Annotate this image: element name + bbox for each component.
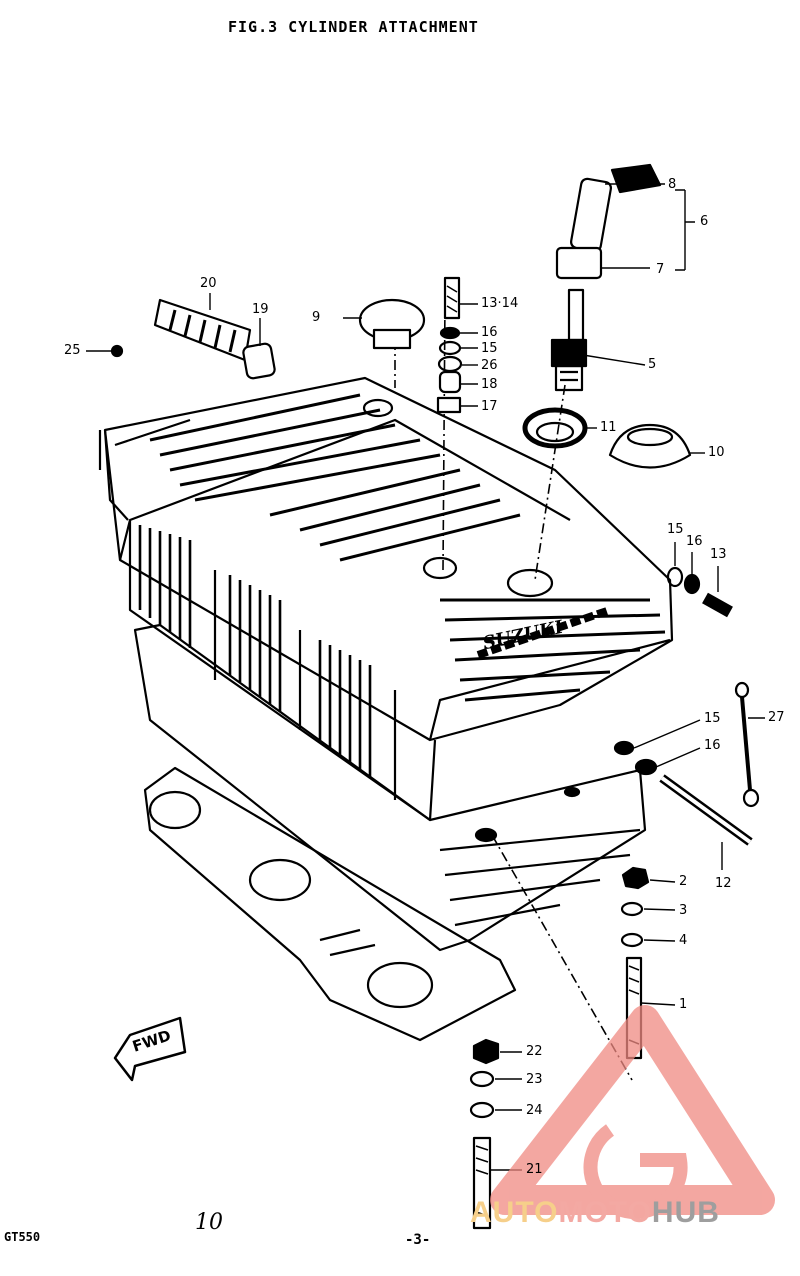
handwritten-number: 10	[195, 1210, 223, 1235]
callout-15b: 15	[667, 522, 684, 537]
callout-12: 12	[715, 876, 732, 891]
cylinder-block	[128, 520, 647, 952]
callout-13: 13	[710, 547, 727, 562]
callout-16b: 16	[686, 534, 703, 549]
watermark-text: AUTOMOTOHUB	[470, 1196, 720, 1230]
callout-22: 22	[526, 1044, 543, 1059]
callout-26: 26	[481, 358, 498, 373]
base-gasket	[143, 766, 517, 1042]
watermark-logo	[490, 1005, 775, 1220]
head-bolt-stack	[436, 276, 463, 414]
callout-25: 25	[64, 343, 81, 358]
callout-9: 9	[312, 310, 321, 325]
callout-10: 10	[708, 445, 725, 460]
callout-5: 5	[648, 357, 657, 372]
figure-title: FIG.3 CYLINDER ATTACHMENT	[228, 18, 479, 36]
callout-1: 1	[679, 997, 688, 1012]
callout-6: 6	[700, 214, 709, 229]
callout-15c: 15	[704, 711, 721, 726]
page-number: -3-	[405, 1232, 431, 1248]
fin-damper	[153, 298, 276, 380]
washer-25	[110, 344, 124, 358]
spark-plug-cap	[555, 163, 662, 280]
callout-17: 17	[481, 399, 498, 414]
callout-13-14: 13·14	[481, 296, 519, 311]
callout-20: 20	[200, 276, 217, 291]
watermark-auto: AUTO	[470, 1196, 559, 1229]
callout-27: 27	[768, 710, 785, 725]
watermark-moto: MOTO	[558, 1196, 652, 1229]
leader-lines	[86, 183, 765, 1171]
plug-cover	[608, 423, 692, 469]
head-cap	[358, 298, 426, 350]
forward-arrow	[113, 1016, 187, 1082]
cylinder-head	[98, 376, 674, 742]
callout-8: 8	[668, 177, 677, 192]
lower-stud-set	[469, 1038, 500, 1230]
ground-wire	[734, 681, 760, 808]
callout-3: 3	[679, 903, 688, 918]
stud-bolt	[659, 774, 753, 846]
callout-21: 21	[526, 1162, 543, 1177]
callout-4: 4	[679, 933, 688, 948]
callout-2: 2	[679, 874, 688, 889]
callout-15a: 15	[481, 341, 498, 356]
spark-plug	[550, 288, 588, 392]
side-bolt-set	[666, 566, 733, 618]
stud-washers	[613, 740, 658, 776]
watermark-hub: HUB	[651, 1196, 720, 1229]
model-label: GT550	[4, 1230, 41, 1244]
callout-16c: 16	[704, 738, 721, 753]
callout-19: 19	[252, 302, 269, 317]
callout-16a: 16	[481, 325, 498, 340]
callout-11: 11	[600, 420, 617, 435]
callout-23: 23	[526, 1072, 543, 1087]
plug-gasket	[522, 407, 588, 449]
callout-7: 7	[656, 262, 665, 277]
callout-18: 18	[481, 377, 498, 392]
callout-24: 24	[526, 1103, 543, 1118]
